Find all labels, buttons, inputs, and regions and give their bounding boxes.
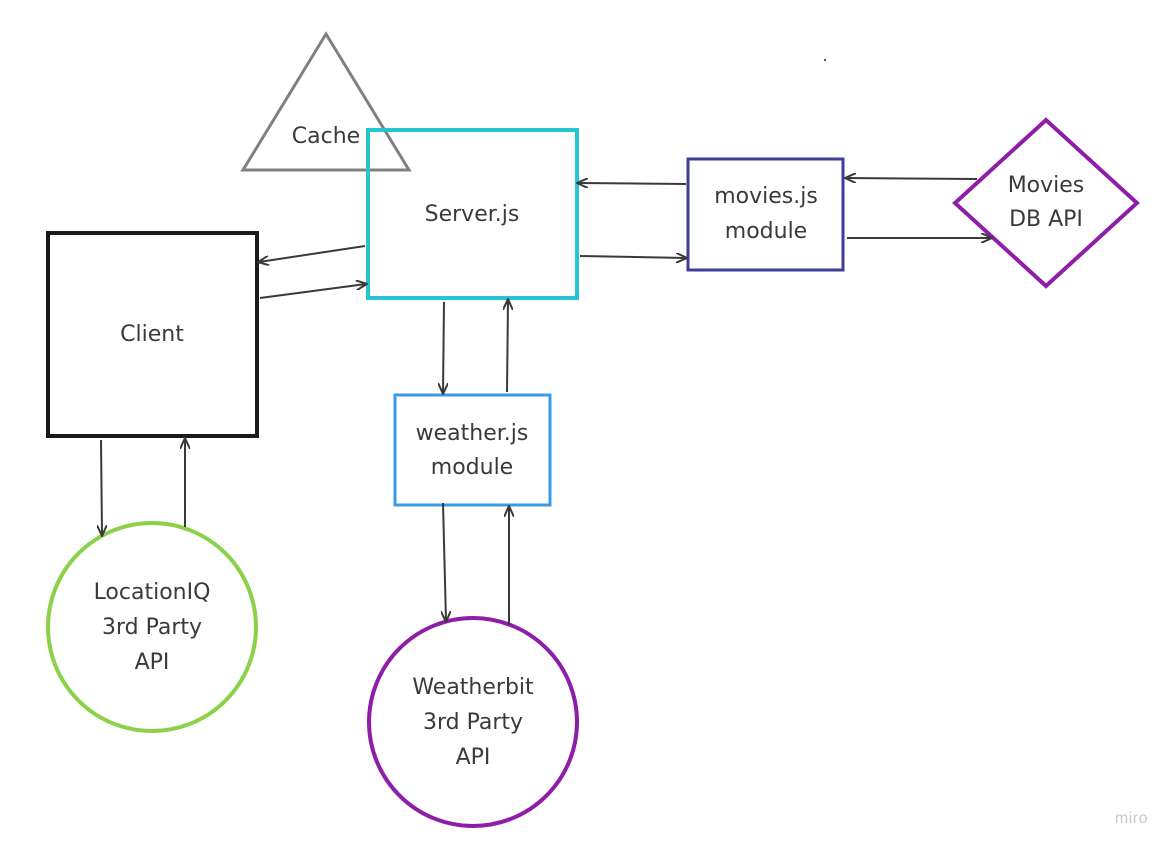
client-label: Client	[120, 322, 184, 347]
arrow-client-to-locationiq	[101, 439, 102, 535]
locationiq-label-line1: LocationIQ	[94, 580, 211, 605]
weatherbit-circle	[367, 616, 579, 828]
miro-watermark: miro	[1115, 810, 1148, 827]
cache-node: Cache	[240, 31, 412, 172]
arrow-movies-api-to-movies-module	[846, 178, 978, 179]
arrow-server-to-client	[259, 245, 366, 262]
weather-module-label-line1: weather.js	[416, 421, 529, 446]
locationiq-circle	[46, 521, 258, 733]
weatherbit-node: Weatherbit 3rd Party API	[367, 616, 579, 828]
movies-module-box	[686, 157, 845, 272]
locationiq-node: LocationIQ 3rd Party API	[46, 521, 258, 733]
weather-module-label-line2: module	[431, 455, 513, 480]
movies-module-label-line1: movies.js	[714, 184, 818, 209]
arrow-weather-module-to-weatherbit	[443, 502, 446, 621]
movies-db-api-diamond	[952, 117, 1140, 289]
server-label: Server.js	[425, 202, 520, 227]
movies-module-node: movies.js module	[686, 157, 845, 272]
weatherbit-label-line3: API	[456, 745, 491, 770]
arrow-server-to-weather-module	[443, 301, 444, 393]
client-box	[46, 231, 259, 438]
arrow-weather-module-to-server	[507, 300, 508, 393]
movies-db-api-label-line1: Movies	[1008, 173, 1085, 198]
arrow-movies-module-to-server	[578, 183, 687, 184]
locationiq-label-line2: 3rd Party	[102, 615, 202, 640]
movies-module-label-line2: module	[725, 219, 807, 244]
weather-module-box	[393, 393, 552, 507]
weatherbit-label-line1: Weatherbit	[412, 675, 534, 700]
locationiq-label-line3: API	[135, 650, 170, 675]
movies-db-api-label-line2: DB API	[1009, 207, 1083, 232]
weatherbit-label-line2: 3rd Party	[423, 710, 523, 735]
stray-dot	[823, 58, 827, 62]
cache-triangle-shape	[240, 31, 412, 172]
client-node: Client	[46, 231, 259, 438]
movies-db-api-node: Movies DB API	[952, 117, 1140, 289]
server-node: Server.js	[366, 128, 579, 300]
arrow-server-to-movies-module	[579, 256, 686, 258]
cache-label: Cache	[292, 124, 360, 149]
weather-module-node: weather.js module	[393, 393, 552, 507]
connections	[101, 178, 991, 625]
server-box	[366, 128, 579, 300]
arrow-client-to-server	[259, 284, 366, 299]
